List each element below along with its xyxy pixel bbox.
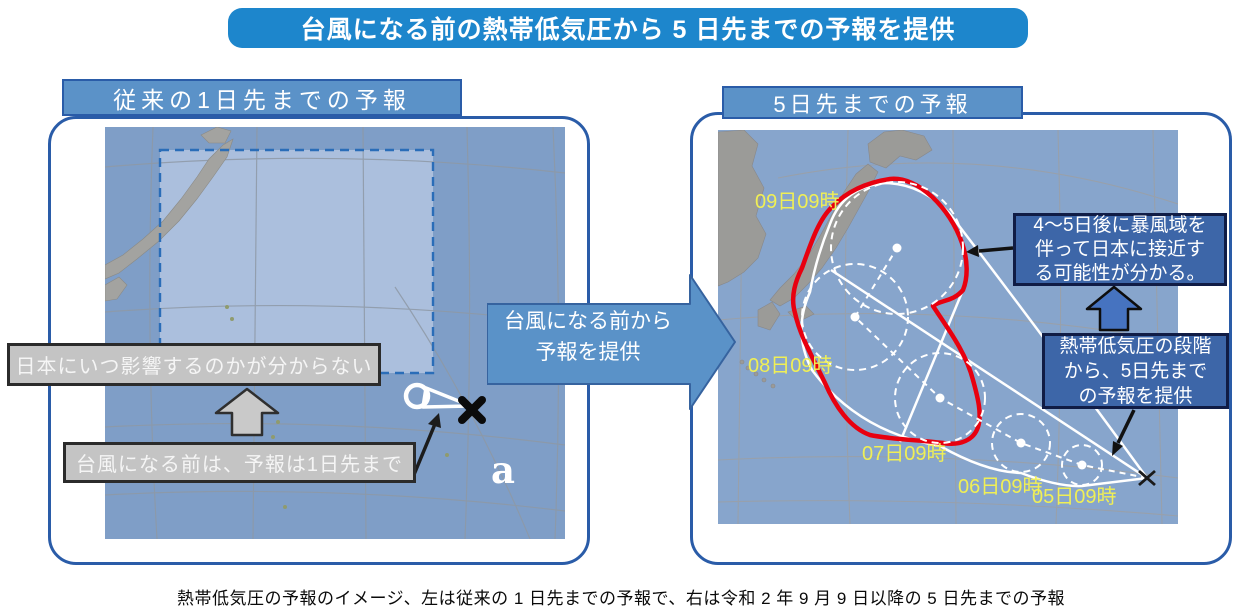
- current-position-x-mark-right: [1138, 469, 1156, 487]
- left-panel-header: 従来の1日先までの予報: [62, 79, 462, 116]
- land-korea: [718, 130, 767, 287]
- time-label-06: 06日09時: [958, 475, 1043, 498]
- forecast-circle-05: [1061, 444, 1103, 486]
- current-position-x-mark-left: [458, 396, 486, 424]
- forecast-circle-09: [830, 181, 964, 315]
- transition-arrow-label: 台風になる前から 予報を提供: [487, 306, 689, 368]
- land-kyushu: [757, 301, 781, 331]
- time-label-07: 07日09時: [862, 442, 947, 465]
- figure-caption: 熱帯低気圧の予報のイメージ、左は従来の 1 日先までの予報で、右は令和 2 年 …: [0, 584, 1242, 609]
- title-text: 台風になる前の熱帯低気圧から 5 日先までの予報を提供: [300, 16, 956, 44]
- forecast-circles: [801, 181, 1103, 486]
- callout-bottom-line2: から、5日先まで: [1063, 360, 1208, 382]
- envelope-left-tangent: [830, 268, 1148, 480]
- transition-arrow-line1: 台風になる前から: [504, 310, 672, 333]
- forecast-circle-07: [894, 352, 986, 444]
- forecast-track-line: [853, 247, 1148, 479]
- land-right: [718, 130, 933, 389]
- right-panel-header: 5日先までの予報: [722, 86, 1023, 119]
- grid-lines-right: [718, 130, 1178, 524]
- land-honshu: [769, 163, 879, 307]
- marker-letter-a: a: [491, 448, 515, 492]
- callout-bottom-line1: 熱帯低気圧の段階: [1059, 335, 1212, 357]
- small-islands-left: [225, 305, 449, 509]
- storm-warning-outline: [790, 176, 982, 446]
- time-labels: 09日09時 08日09時 07日09時 06日09時 05日09時: [748, 190, 1117, 508]
- callout-top-line2: 伴って日本に接近す: [1034, 238, 1206, 260]
- gray-up-arrow-icon: [214, 387, 280, 437]
- envelope-cross-line: [898, 289, 965, 443]
- tropical-depression-marker: [403, 382, 473, 410]
- right-panel-header-text: 5日先までの予報: [773, 91, 972, 117]
- left-panel-header-text: 従来の1日先までの予報: [113, 86, 411, 113]
- callout-bottom-arrow: [1112, 409, 1136, 456]
- land-japan-left: [105, 127, 234, 302]
- note-annotation-arrow: [411, 413, 441, 478]
- callout-bottom-line3: の予報を提供: [1078, 385, 1193, 407]
- land-hokkaido: [867, 130, 933, 169]
- callout-approach-possibility: 4～5日後に暴風域を 伴って日本に接近す る可能性が分かる。: [1013, 213, 1227, 286]
- title-banner: 台風になる前の熱帯低気圧から 5 日先までの予報を提供: [228, 8, 1028, 48]
- note-unknown-impact: 日本にいつ影響するのかが分からない: [7, 343, 381, 386]
- grid-lines-left: [105, 127, 565, 539]
- time-label-08: 08日09時: [748, 354, 833, 377]
- blue-up-arrow-icon: [1085, 285, 1143, 332]
- note-1day-limit-text: 台風になる前は、予報は1日先まで: [75, 454, 404, 476]
- transition-arrow: [487, 274, 736, 410]
- figure-caption-text: 熱帯低気圧の予報のイメージ、左は従来の 1 日先までの予報で、右は令和 2 年 …: [177, 589, 1065, 608]
- note-1day-limit: 台風になる前は、予報は1日先まで: [63, 442, 416, 483]
- callout-top-arrow: [966, 245, 1014, 257]
- callout-5day-provided: 熱帯低気圧の段階 から、5日先まで の予報を提供: [1042, 333, 1229, 409]
- forecast-circle-08: [801, 263, 909, 371]
- forecast-circle-06: [991, 413, 1051, 473]
- forecast-center-dots: [850, 243, 1087, 470]
- transition-arrow-line2: 予報を提供: [535, 341, 641, 364]
- time-label-05: 05日09時: [1032, 485, 1117, 508]
- callout-top-line1: 4～5日後に暴風域を: [1033, 214, 1207, 236]
- callout-top-line3: る可能性が分かる。: [1034, 262, 1206, 284]
- time-label-09: 09日09時: [755, 190, 840, 213]
- note-unknown-impact-text: 日本にいつ影響するのかが分からない: [15, 356, 373, 378]
